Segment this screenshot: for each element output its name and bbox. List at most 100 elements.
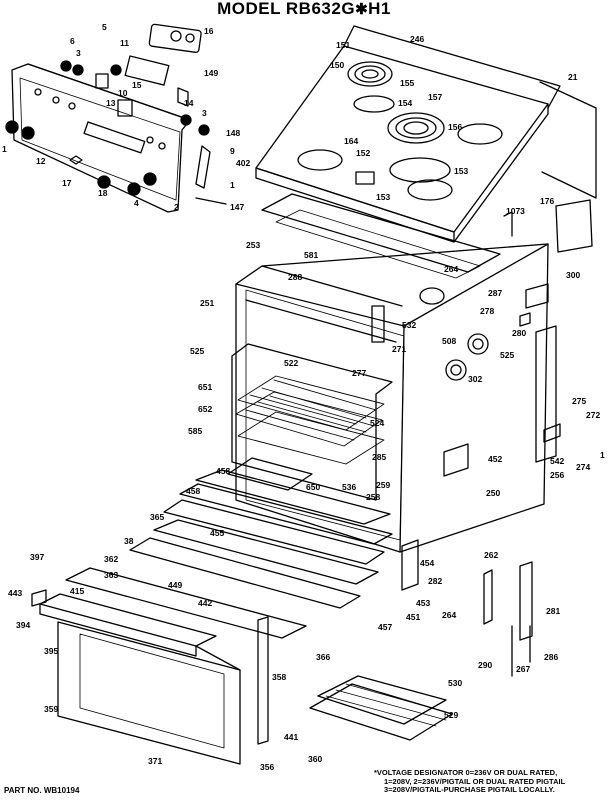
part-label: 585: [188, 426, 202, 436]
part-label: 290: [478, 660, 492, 670]
part-label: 271: [392, 344, 406, 354]
model-star: ✱: [355, 1, 369, 18]
part-label: 10: [118, 88, 128, 98]
part-label: 524: [370, 418, 384, 428]
part-label: 360: [308, 754, 322, 764]
part-label: 246: [410, 34, 424, 44]
storage-drawer: [163, 457, 393, 565]
part-label: 415: [70, 586, 84, 596]
voltage-note-line: 3=208V/PIGTAIL-PURCHASE PIGTAIL LOCALLY.: [384, 785, 555, 795]
part-label: 356: [260, 762, 274, 772]
part-label: 154: [398, 98, 412, 108]
part-label: 453: [416, 598, 430, 608]
part-label: 148: [226, 128, 240, 138]
range-body: [235, 243, 561, 553]
part-label: 153: [376, 192, 390, 202]
knobs: [5, 60, 210, 196]
part-label: 274: [576, 462, 590, 472]
part-label: 272: [586, 410, 600, 420]
part-label: 38: [124, 536, 134, 546]
part-label: 651: [198, 382, 212, 392]
part-label: 259: [376, 480, 390, 490]
model-prefix: MODEL RB632G: [217, 0, 356, 18]
part-label: 288: [288, 272, 302, 282]
part-label: 359: [44, 704, 58, 714]
part-label: 264: [444, 264, 458, 274]
part-label: 277: [352, 368, 366, 378]
part-label: 530: [448, 678, 462, 688]
part-label: 452: [488, 454, 502, 464]
part-label: 156: [448, 122, 462, 132]
cooktop: [255, 25, 597, 243]
part-label: 4: [134, 198, 139, 208]
part-label: 458: [216, 466, 230, 476]
part-label: 652: [198, 404, 212, 414]
part-label: 358: [272, 672, 286, 682]
part-label: 147: [230, 202, 244, 212]
part-label: 11: [120, 38, 129, 48]
part-label: 522: [284, 358, 298, 368]
broiler-pan: [309, 675, 453, 741]
lower-right-parts: [31, 539, 533, 677]
part-label: 13: [106, 98, 116, 108]
part-label: 9: [230, 146, 235, 156]
part-label: 251: [200, 298, 214, 308]
part-label: 6: [70, 36, 75, 46]
part-label: 21: [568, 72, 578, 82]
surface-elements: [347, 61, 451, 185]
part-label: 5: [102, 22, 107, 32]
control-panel: [11, 63, 191, 213]
oven-liner: [231, 343, 393, 501]
part-label: 262: [484, 550, 498, 560]
voltage-note-line: 1=208V, 2=236V/PIGTAIL OR DUAL RATED PIG…: [384, 776, 566, 786]
part-label: 394: [16, 620, 30, 630]
part-label: 1: [600, 450, 605, 460]
part-label: 153: [454, 166, 468, 176]
part-label: 12: [36, 156, 46, 166]
part-label: 155: [400, 78, 414, 88]
part-label: 282: [428, 576, 442, 586]
part-label: 176: [540, 196, 554, 206]
part-label: 529: [444, 710, 458, 720]
part-label: 532: [402, 320, 416, 330]
part-label: 14: [184, 98, 194, 108]
part-label: 151: [336, 40, 350, 50]
part-label: 302: [468, 374, 482, 384]
part-label: 280: [512, 328, 526, 338]
part-label: 525: [500, 350, 514, 360]
part-label: 525: [190, 346, 204, 356]
part-label: 371: [148, 756, 162, 766]
part-label: 285: [372, 452, 386, 462]
part-label: 18: [98, 188, 108, 198]
part-label: 250: [486, 488, 500, 498]
part-label: 164: [344, 136, 358, 146]
voltage-note-line: *VOLTAGE DESIGNATOR 0=236V OR DUAL RATED…: [374, 768, 558, 777]
part-label: 258: [366, 492, 380, 502]
oven-vent-tray: [261, 193, 501, 279]
part-label: 581: [304, 250, 318, 260]
voltage-note: *VOLTAGE DESIGNATOR 0=236V OR DUAL RATED…: [374, 768, 606, 795]
part-label: 362: [104, 554, 118, 564]
model-suffix: H1: [368, 0, 391, 18]
part-label: 455: [210, 528, 224, 538]
part-label: 278: [480, 306, 494, 316]
part-label: 457: [378, 622, 392, 632]
part-label: 542: [550, 456, 564, 466]
part-label: 451: [406, 612, 420, 622]
part-label: 17: [62, 178, 72, 188]
part-label: 253: [246, 240, 260, 250]
part-label: 300: [566, 270, 580, 280]
part-label: 363: [104, 570, 118, 580]
part-label: 366: [316, 652, 330, 662]
part-label: 3: [202, 108, 207, 118]
oven-racks: [235, 375, 385, 465]
part-label: 264: [442, 610, 456, 620]
part-label: 449: [168, 580, 182, 590]
part-label: 1073: [506, 206, 525, 216]
part-label: 286: [544, 652, 558, 662]
part-label: 1: [2, 144, 7, 154]
part-label: 281: [546, 606, 560, 616]
part-label: 395: [44, 646, 58, 656]
clock-and-switches: [69, 23, 227, 205]
